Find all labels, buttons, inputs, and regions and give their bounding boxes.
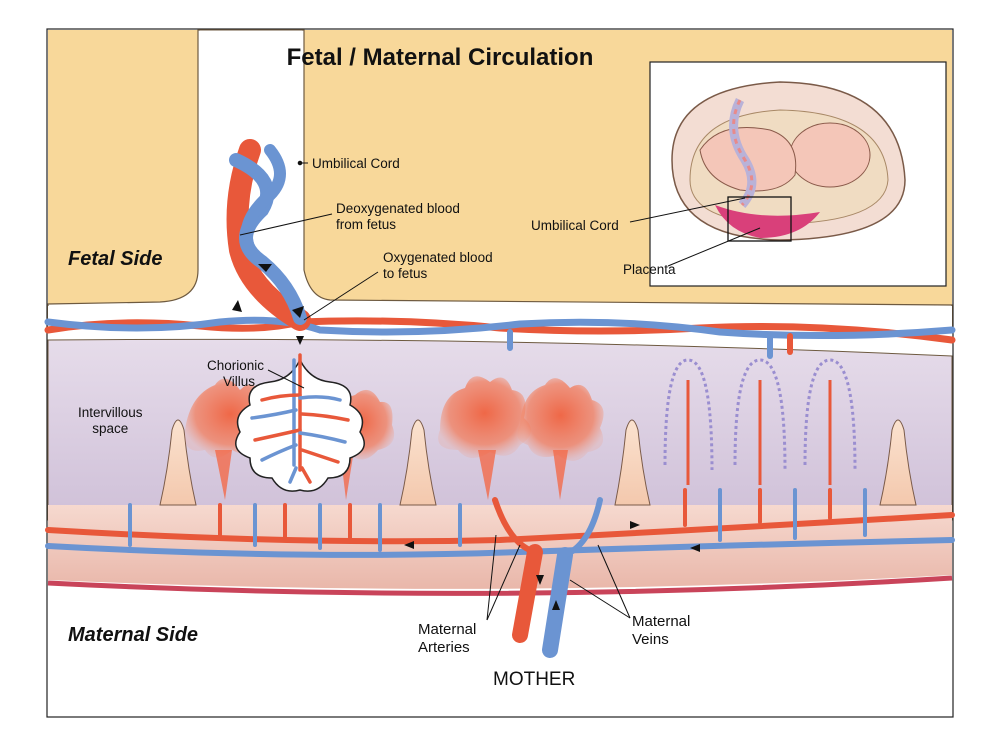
maternal-arteries-line2: Arteries bbox=[418, 639, 470, 656]
maternal-veins-label: Maternal Veins bbox=[632, 613, 690, 649]
deoxygenated-label-line2: from fetus bbox=[336, 217, 397, 232]
oxygenated-label-line1: Oxygenated blood bbox=[383, 250, 493, 265]
blood-flow-arcs bbox=[663, 358, 857, 485]
intervillous-label: Intervillous space bbox=[78, 405, 143, 437]
cord-top-fade bbox=[200, 30, 302, 150]
chorionic-villus bbox=[235, 353, 365, 492]
maternal-arteries-label: Maternal Arteries bbox=[418, 621, 476, 657]
chorionic-label-line2: Villus bbox=[223, 374, 256, 389]
maternal-veins-line2: Veins bbox=[632, 631, 669, 648]
intervillous-label-line1: Intervillous bbox=[78, 405, 143, 420]
fetal-side-label: Fetal Side bbox=[68, 248, 163, 270]
umbilical-cord-label: Umbilical Cord bbox=[312, 156, 400, 171]
decidua-edge bbox=[47, 575, 953, 596]
inset-umbilical-cord-label: Umbilical Cord bbox=[531, 218, 619, 233]
maternal-veins-line1: Maternal bbox=[632, 613, 691, 630]
placental-septa bbox=[159, 419, 917, 506]
oxygenated-label-line2: to fetus bbox=[383, 266, 428, 281]
inset-panel bbox=[649, 61, 947, 287]
deoxygenated-label-line1: Deoxygenated blood bbox=[336, 201, 460, 216]
mother-label: MOTHER bbox=[493, 669, 576, 690]
intervillous-label-line2: space bbox=[92, 421, 129, 436]
oxygenated-label: Oxygenated blood to fetus bbox=[383, 250, 493, 282]
page-title: Fetal / Maternal Circulation bbox=[286, 44, 594, 71]
chorionic-villus-label: Chorionic Villus bbox=[207, 358, 264, 390]
deoxygenated-label: Deoxygenated blood from fetus bbox=[336, 201, 460, 233]
chorionic-label-line1: Chorionic bbox=[207, 358, 265, 373]
leader-lines bbox=[239, 160, 761, 621]
maternal-vessels bbox=[45, 488, 955, 658]
flow-arrows bbox=[232, 264, 700, 610]
umbilical-vessels bbox=[226, 139, 311, 331]
fetal-surface-vessels bbox=[44, 316, 956, 359]
inset-zoom-box bbox=[727, 196, 792, 242]
maternal-arteries-line1: Maternal bbox=[418, 621, 477, 638]
maternal-side-label: Maternal Side bbox=[68, 624, 199, 646]
inset-placenta-label: Placenta bbox=[623, 262, 676, 277]
